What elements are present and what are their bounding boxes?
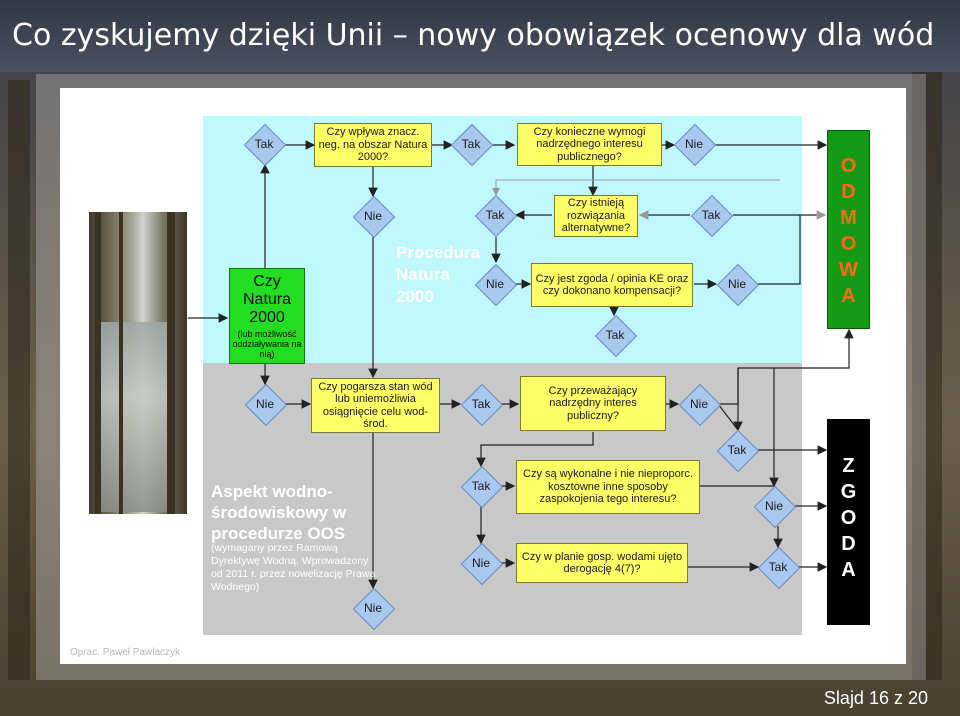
- decision-label: Tak: [471, 397, 491, 411]
- procedura-natura-label: Procedura Natura 2000: [396, 243, 481, 306]
- decision-yes: Tak: [450, 123, 494, 167]
- decision-yes: Tak: [716, 429, 760, 473]
- outcome-letter: A: [841, 285, 856, 307]
- slide-number: Slajd 16 z 20: [823, 688, 928, 708]
- author-credit: Oprac. Paweł Pawlaczyk: [70, 647, 181, 658]
- decision-yes: Tak: [474, 194, 518, 238]
- stream-water: [99, 322, 169, 512]
- decision-label: Nie: [363, 601, 382, 615]
- question-public-interest-requirements: Czy konieczne wymogi nadrzędnego interes…: [517, 123, 662, 166]
- decision-no: Nie: [244, 383, 288, 427]
- stream-photo: [89, 212, 187, 514]
- slide-title: Co zyskujemy dzięki Unii – nowy obowiąze…: [12, 18, 935, 53]
- outcome-letter: M: [840, 207, 857, 229]
- decision-label: Tak: [461, 137, 481, 151]
- question-text: Czy pogarsza stan wód lub uniemożliwia o…: [318, 380, 433, 431]
- question-natura-impact: Czy wpływa znacz. neg. na obszar Natura …: [314, 123, 432, 167]
- question-text: Czy są wykonalne i nie nieproporc. koszt…: [523, 468, 693, 506]
- tree-trunk: [119, 212, 123, 514]
- decision-label: Tak: [254, 137, 274, 151]
- outcome-letter: O: [840, 233, 857, 255]
- decision-yes: Tak: [243, 123, 287, 167]
- decision-label: Nie: [471, 556, 490, 570]
- decision-label: Nie: [684, 137, 703, 151]
- decision-label: Tak: [701, 208, 721, 222]
- decision-label: Tak: [768, 560, 788, 574]
- aspekt-wodny-title: Aspekt wodno-środowiskowy w procedurze O…: [211, 482, 347, 543]
- natura-2000-start-box: Czy Natura 2000 (lub możliwość oddziaływ…: [229, 268, 305, 364]
- decision-yes: Tak: [757, 546, 801, 590]
- decision-no: Nie: [678, 383, 722, 427]
- outcome-letter: G: [840, 481, 857, 503]
- question-derogation-plan: Czy w planie gosp. wodami ujęto derogacj…: [516, 543, 688, 583]
- decision-yes: Tak: [594, 314, 638, 358]
- outcome-letter: O: [840, 507, 857, 529]
- decision-label: Nie: [689, 397, 708, 411]
- background-tree: [912, 60, 942, 680]
- question-ec-opinion: Czy jest zgoda / opinia KE oraz czy doko…: [531, 263, 693, 307]
- question-text: Czy przeważający nadrzędny interes publi…: [548, 384, 638, 422]
- decision-no: Nie: [460, 542, 504, 586]
- question-text: Czy wpływa znacz. neg. na obszar Natura …: [318, 126, 428, 164]
- decision-yes: Tak: [690, 194, 734, 238]
- decision-label: Tak: [471, 479, 491, 493]
- tree-trunk: [95, 212, 101, 514]
- start-box-title: Czy Natura 2000: [242, 273, 292, 326]
- outcome-letter: Z: [842, 455, 855, 477]
- decision-no: Nie: [352, 195, 396, 239]
- decision-label: Tak: [605, 328, 625, 342]
- decision-no: Nie: [474, 263, 518, 307]
- question-overriding-interest: Czy przeważający nadrzędny interes publi…: [520, 376, 666, 431]
- question-text: Czy konieczne wymogi nadrzędnego interes…: [533, 125, 646, 163]
- question-text: Czy w planie gosp. wodami ujęto derogacj…: [521, 550, 683, 576]
- question-water-status: Czy pogarsza stan wód lub uniemożliwia o…: [311, 378, 440, 433]
- decision-yes: Tak: [460, 465, 504, 509]
- decision-label: Nie: [255, 397, 274, 411]
- decision-label: Nie: [727, 277, 746, 291]
- decision-no: Nie: [753, 485, 797, 529]
- decision-label: Nie: [485, 277, 504, 291]
- question-text: Czy istnieją rozwiązania alternatywne?: [561, 197, 631, 235]
- question-alternatives: Czy istnieją rozwiązania alternatywne?: [554, 195, 638, 237]
- start-box-note: (lub możliwość oddziaływania na nią): [232, 329, 302, 359]
- outcome-letter: A: [841, 559, 856, 581]
- slide-header: Co zyskujemy dzięki Unii – nowy obowiąze…: [0, 0, 960, 72]
- decision-label: Tak: [485, 208, 505, 222]
- question-feasible-alternatives: Czy są wykonalne i nie nieproporc. koszt…: [516, 460, 700, 514]
- outcome-letter: W: [839, 259, 858, 281]
- decision-no: Nie: [716, 263, 760, 307]
- aspekt-wodny-note: (wymagany przez Ramową Dyrektywę Wodną. …: [211, 542, 376, 593]
- tree-trunk: [167, 212, 175, 514]
- decision-label: Nie: [363, 209, 382, 223]
- outcome-letter: O: [840, 155, 857, 177]
- decision-yes: Tak: [460, 383, 504, 427]
- outcome-letter: D: [841, 533, 856, 555]
- decision-no: Nie: [352, 587, 396, 631]
- decision-no: Nie: [673, 123, 717, 167]
- outcome-letter: D: [841, 181, 856, 203]
- decision-label: Tak: [727, 443, 747, 457]
- decision-label: Nie: [764, 499, 783, 513]
- question-text: Czy jest zgoda / opinia KE oraz czy doko…: [535, 272, 689, 298]
- background-tree: [8, 80, 30, 680]
